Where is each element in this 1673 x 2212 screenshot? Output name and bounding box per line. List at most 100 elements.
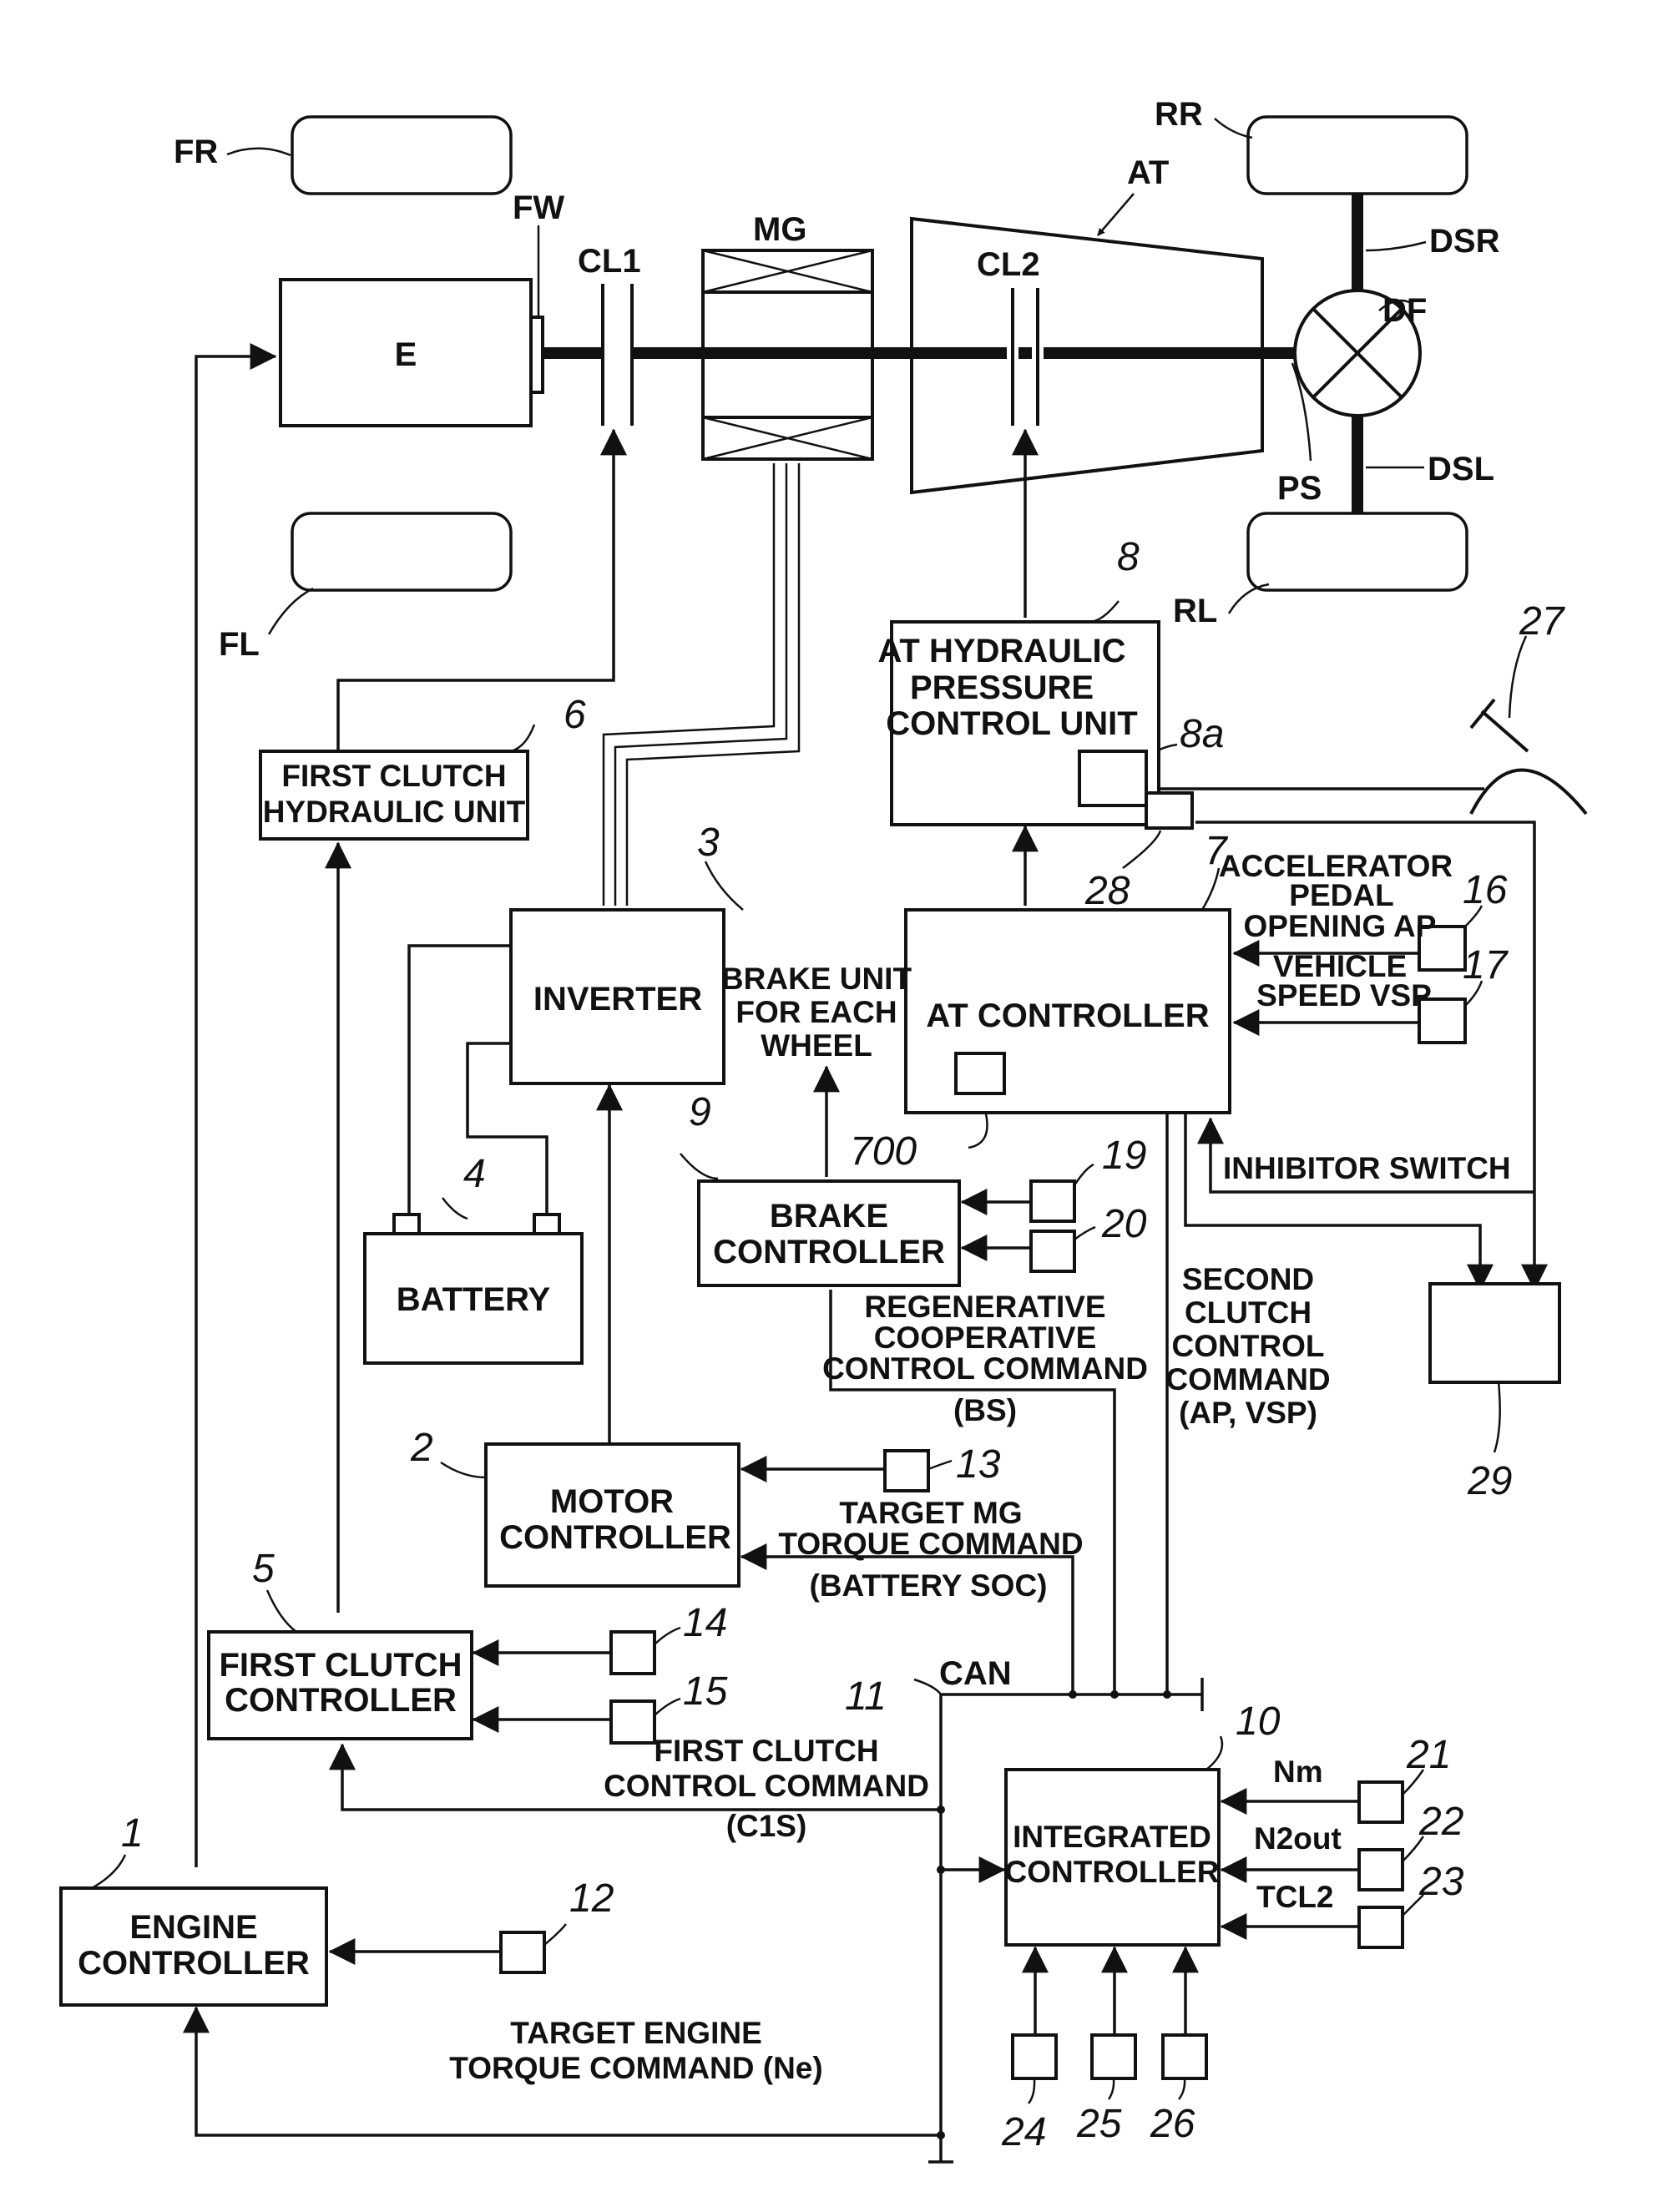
svg-text:27: 27	[1519, 599, 1566, 644]
svg-text:(BS): (BS)	[953, 1393, 1017, 1427]
svg-text:PEDAL: PEDAL	[1289, 878, 1393, 912]
svg-text:TCL2: TCL2	[1256, 1880, 1334, 1914]
svg-text:16: 16	[1463, 868, 1508, 912]
fl-label: FL	[219, 626, 260, 663]
svg-text:7: 7	[1205, 829, 1229, 873]
mg-label: MG	[753, 211, 806, 248]
fr-label: FR	[174, 134, 218, 170]
svg-text:12: 12	[569, 1876, 614, 1921]
first-clutch-hydraulic-unit: FIRST CLUTCH HYDRAULIC UNIT	[260, 751, 528, 839]
svg-text:ENGINE: ENGINE	[129, 1909, 257, 1946]
svg-text:CAN: CAN	[939, 1655, 1012, 1692]
svg-text:MOTOR: MOTOR	[550, 1483, 674, 1520]
at-controller-block: AT CONTROLLER	[906, 910, 1230, 1113]
svg-text:INVERTER: INVERTER	[533, 981, 702, 1018]
sensor-23	[1359, 1907, 1403, 1947]
svg-text:CONTROLLER: CONTROLLER	[713, 1234, 945, 1270]
sensor-700	[956, 1053, 1004, 1093]
sensor-22	[1359, 1850, 1403, 1890]
svg-text:6: 6	[564, 693, 586, 737]
svg-text:10: 10	[1236, 1699, 1281, 1744]
svg-text:FIRST CLUTCH: FIRST CLUTCH	[654, 1734, 878, 1768]
svg-text:8a: 8a	[1180, 712, 1224, 756]
svg-text:TORQUE COMMAND (Ne): TORQUE COMMAND (Ne)	[449, 2051, 822, 2085]
engine-controller-block: ENGINE CONTROLLER	[61, 1888, 326, 2005]
svg-text:FIRST CLUTCH: FIRST CLUTCH	[219, 1647, 462, 1684]
svg-text:8: 8	[1117, 535, 1140, 579]
sensor-13	[885, 1451, 928, 1491]
svg-text:AT HYDRAULIC: AT HYDRAULIC	[877, 633, 1125, 669]
sensor-15	[611, 1701, 655, 1743]
svg-text:TARGET ENGINE: TARGET ENGINE	[510, 2016, 762, 2050]
svg-text:1: 1	[121, 1811, 144, 1856]
svg-text:21: 21	[1406, 1733, 1451, 1777]
svg-text:700: 700	[850, 1129, 917, 1174]
svg-text:(AP, VSP): (AP, VSP)	[1179, 1396, 1317, 1430]
svg-text:Nm: Nm	[1273, 1755, 1323, 1789]
svg-text:15: 15	[683, 1669, 728, 1714]
svg-text:CLUTCH: CLUTCH	[1185, 1295, 1312, 1330]
svg-text:23: 23	[1418, 1860, 1464, 1904]
svg-text:CONTROL COMMAND: CONTROL COMMAND	[822, 1351, 1148, 1386]
cl2-label: CL2	[977, 246, 1040, 283]
flywheel	[531, 317, 543, 392]
svg-text:2: 2	[410, 1426, 433, 1470]
at-hydraulic-unit: AT HYDRAULIC PRESSURE CONTROL UNIT	[877, 622, 1192, 828]
svg-text:11: 11	[845, 1674, 887, 1719]
wheel-front-right	[292, 117, 511, 194]
sensor-26	[1163, 2035, 1206, 2078]
svg-text:22: 22	[1418, 1800, 1463, 1844]
svg-text:CONTROL COMMAND: CONTROL COMMAND	[604, 1769, 929, 1803]
sensor-12	[501, 1932, 544, 1972]
svg-text:CONTROL UNIT: CONTROL UNIT	[886, 705, 1137, 742]
wheel-rear-right	[1248, 117, 1467, 194]
df-label: DF	[1382, 292, 1427, 329]
rl-label: RL	[1173, 593, 1217, 629]
svg-text:24: 24	[1001, 2110, 1046, 2154]
svg-text:17: 17	[1463, 943, 1509, 987]
svg-text:TORQUE COMMAND: TORQUE COMMAND	[778, 1527, 1083, 1561]
leader-rr	[1215, 119, 1252, 138]
svg-text:AT CONTROLLER: AT CONTROLLER	[926, 997, 1209, 1034]
first-clutch	[603, 284, 632, 426]
automatic-transmission	[912, 219, 1262, 492]
shift-lever	[1471, 699, 1586, 814]
sensor-20	[1031, 1231, 1074, 1271]
svg-text:PRESSURE: PRESSURE	[910, 669, 1094, 706]
leader-fr	[227, 149, 291, 155]
battery-block: BATTERY	[365, 1215, 582, 1363]
svg-text:BRAKE: BRAKE	[770, 1198, 888, 1235]
svg-text:5: 5	[252, 1547, 275, 1591]
sensor-21	[1359, 1782, 1403, 1822]
leader-dsr	[1366, 242, 1426, 250]
svg-text:REGENERATIVE: REGENERATIVE	[864, 1290, 1105, 1324]
svg-text:13: 13	[956, 1442, 1001, 1487]
wheel-rear-left	[1248, 513, 1467, 590]
block-29	[1430, 1284, 1559, 1382]
motor-controller-block: MOTOR CONTROLLER	[486, 1444, 739, 1586]
fw-label: FW	[513, 189, 564, 226]
svg-text:CONTROL: CONTROL	[1172, 1329, 1325, 1363]
sensor-28	[1146, 793, 1192, 828]
svg-text:29: 29	[1467, 1459, 1512, 1503]
wheel-front-left	[292, 513, 511, 590]
svg-text:SPEED VSP: SPEED VSP	[1256, 978, 1432, 1013]
engine-block: E	[281, 280, 531, 426]
inverter-block: INVERTER	[511, 910, 724, 1083]
svg-text:20: 20	[1101, 1202, 1147, 1246]
integrated-controller-block: INTEGRATED CONTROLLER	[1005, 1770, 1220, 1945]
sensor-14	[611, 1632, 655, 1674]
dsr-label: DSR	[1429, 223, 1500, 260]
leader-fl	[269, 588, 313, 634]
svg-text:WHEEL: WHEEL	[761, 1028, 872, 1063]
svg-text:25: 25	[1076, 2102, 1122, 2146]
svg-text:FOR EACH: FOR EACH	[735, 995, 897, 1029]
ps-label: PS	[1277, 470, 1322, 507]
sensor-24	[1013, 2035, 1056, 2078]
svg-text:26: 26	[1150, 2102, 1195, 2146]
svg-text:14: 14	[683, 1601, 727, 1645]
motor-generator	[703, 250, 872, 459]
svg-text:(BATTERY SOC): (BATTERY SOC)	[809, 1568, 1047, 1603]
leader-at	[1098, 194, 1134, 235]
